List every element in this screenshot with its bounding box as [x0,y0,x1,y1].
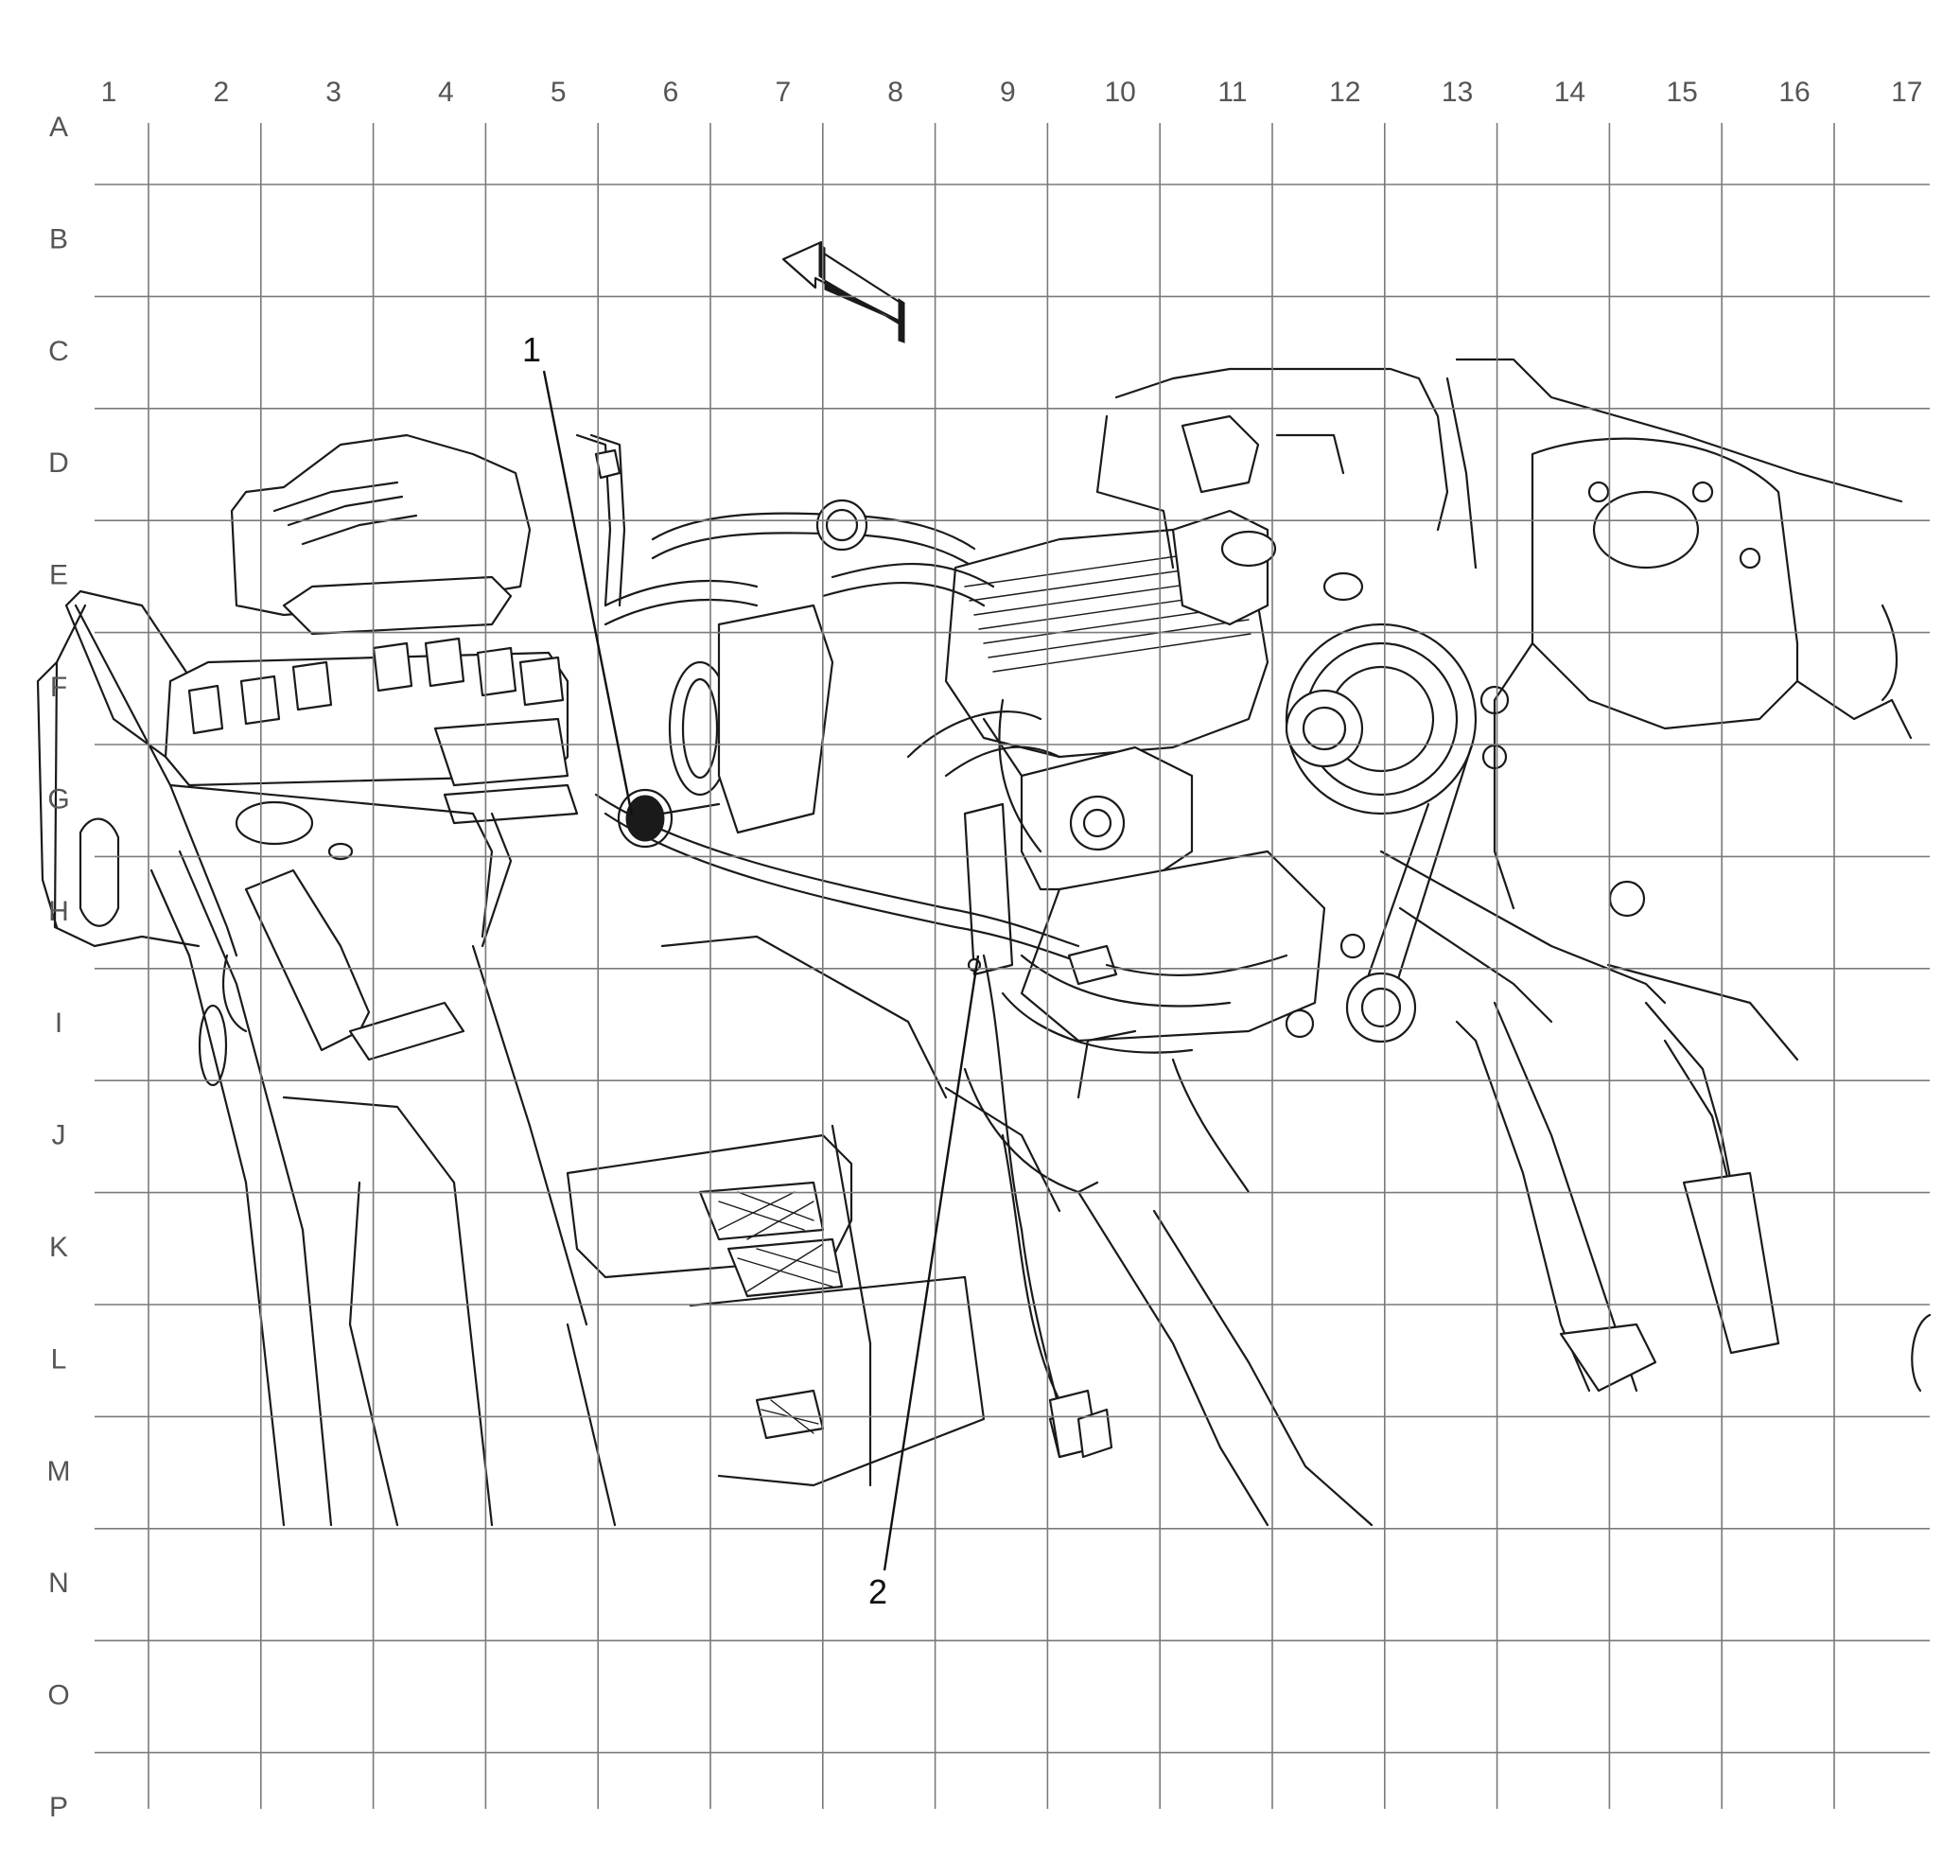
grid-column-label: 14 [1554,77,1585,108]
grid-row-label: C [48,336,69,367]
right-strut-tower-wheelhouse [1095,358,1932,1393]
grid-row-label: F [50,672,67,703]
grid-row-label: M [47,1456,71,1487]
grid-column-label: 16 [1778,77,1810,108]
grid-row-label: J [52,1120,66,1151]
grid-row-label: D [48,447,69,479]
engine-compartment-illustration [36,240,1932,1527]
grid-column-label: 4 [438,77,454,108]
grid-row-label: H [48,896,69,927]
grid-row-label: I [55,1008,62,1039]
grid-column-label: 17 [1891,77,1922,108]
grid-row-label: N [48,1568,69,1599]
grid-row-label: P [49,1792,68,1823]
grid-column-label: 12 [1329,77,1360,108]
grid-column-label: 7 [775,77,791,108]
callout-1: 1 [522,330,634,816]
grid-column-label: 6 [663,77,679,108]
callout-2-label: 2 [868,1572,887,1611]
underhood-fuse-relay-block [64,433,579,825]
callout-2-leader [883,955,980,1571]
grid-row-labels: A B C D E F G H I J K L M N O P [47,112,71,1823]
left-fender-structure [36,589,494,1527]
grid-column-label: 11 [1217,77,1247,108]
front-direction-arrow-icon [781,240,905,343]
callout-1-label: 1 [522,330,541,369]
grid-column-label: 15 [1667,77,1698,108]
grid-row-label: B [49,223,68,254]
callout-1-leader [542,370,634,816]
alternator-assembly [1171,509,1510,1043]
grid-row-label: G [47,783,69,815]
grid-column-label: 8 [887,77,903,108]
reference-grid [95,123,1930,1809]
grid-row-label: O [47,1680,69,1711]
grid-column-label: 1 [101,77,117,108]
grid-column-label: 2 [213,77,229,108]
callout-2: 2 [868,955,980,1611]
grid-column-label: 13 [1442,77,1473,108]
grid-column-label: 3 [325,77,341,108]
grid-column-label: 10 [1105,77,1136,108]
grid-column-label: 9 [1000,77,1016,108]
grid-column-label: 5 [551,77,567,108]
grid-row-label: L [51,1343,67,1375]
grid-row-label: K [49,1232,68,1263]
air-intake-throttle-body [575,433,976,849]
grid-row-label: E [49,560,68,591]
wiring-harness [594,793,1366,1459]
left-frame-rail [74,604,617,1527]
grid-row-label: A [49,112,68,143]
